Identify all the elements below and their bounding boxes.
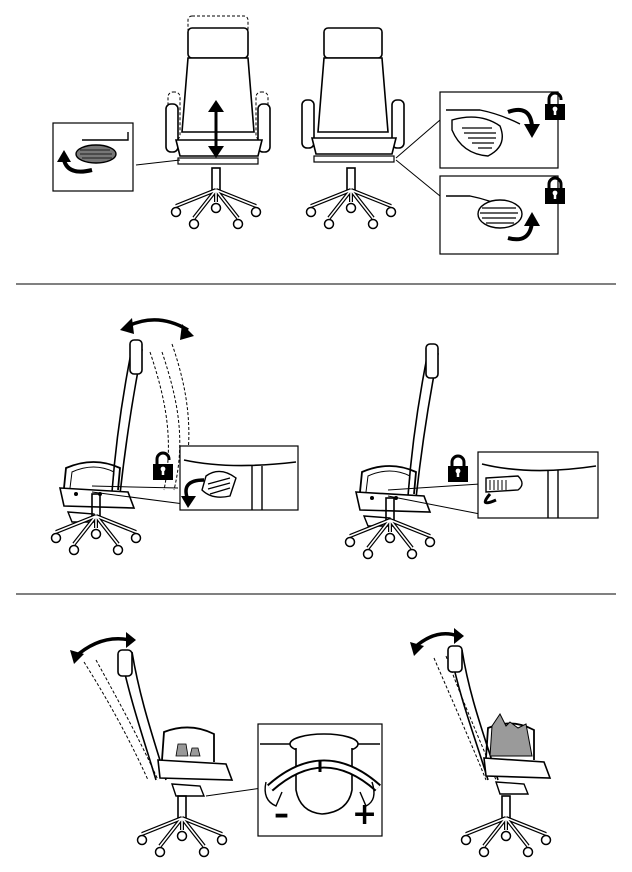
callout-tension-knob [257,723,383,837]
panel-seat-height [52,15,567,255]
callout-backrest-lock [477,451,599,519]
locked-padlock-icon [446,454,470,484]
chair-side-recline [49,318,194,557]
chair-front-left [135,15,271,231]
callout-lever-lock [439,175,567,255]
unlocked-padlock-icon [151,451,175,482]
increase-tension-symbol: + [352,797,378,832]
decrease-tension-symbol: – [274,797,289,832]
callout-backrest-unlock [179,445,299,511]
chair-front-right [301,27,441,231]
callout-seat-lever [52,122,134,192]
chair-recline-light-load [70,632,263,859]
panel-tilt-tension [70,628,553,859]
panel-backrest-lock [49,318,599,561]
callout-lever-unlock [439,91,567,169]
chair-recline-heavy-load [410,628,553,859]
chair-side-locked [343,343,481,561]
